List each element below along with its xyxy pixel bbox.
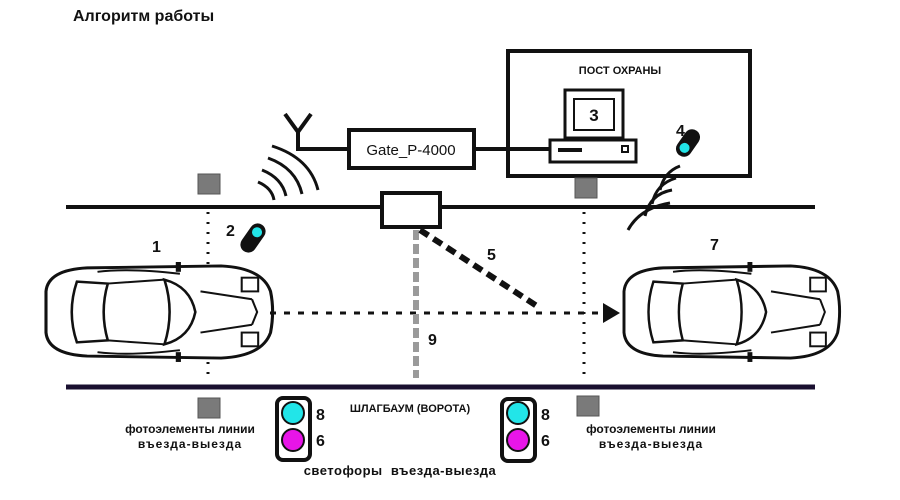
car-entry xyxy=(44,260,275,364)
computer-number: 3 xyxy=(589,106,598,125)
remote-exit-number: 4 xyxy=(676,123,685,140)
photocell-icon xyxy=(197,173,221,195)
remote-control-icon xyxy=(675,129,701,157)
signal-line-number: 5 xyxy=(487,247,496,264)
radio-waves-icon xyxy=(257,144,320,201)
photocell-icon xyxy=(197,397,221,419)
remote-entry-number: 2 xyxy=(226,223,235,240)
controller-box xyxy=(347,128,476,170)
signal-line xyxy=(418,227,542,311)
computer-icon xyxy=(548,88,638,164)
photocells-caption-line2: въезда-выезда xyxy=(137,437,243,451)
traffic-light-left xyxy=(275,396,312,462)
traffic-light-right xyxy=(500,397,537,463)
traffic-lights-caption: светофоры въезда-выезда xyxy=(303,463,497,478)
barrier-motor-box xyxy=(380,191,442,229)
photocell-icon xyxy=(576,395,600,417)
green-light-number: 8 xyxy=(541,407,550,424)
car-exit xyxy=(622,260,842,364)
green-light-number: 8 xyxy=(316,407,325,424)
photocells-caption-line1: фотоэлементы линии xyxy=(586,422,716,436)
barrier-number: 9 xyxy=(428,332,437,349)
barrier-label: ШЛАГБАУМ (ВОРОТА) xyxy=(350,403,471,415)
guard-post-box xyxy=(506,49,752,178)
car-exit-number: 7 xyxy=(710,237,719,254)
red-light-icon xyxy=(281,428,305,452)
antenna-icon xyxy=(283,112,348,151)
photocells-caption-line2: въезда-выезда xyxy=(598,437,704,451)
radio-waves-icon xyxy=(626,164,681,231)
controller-label: Gate_P-4000 xyxy=(366,142,455,159)
car-entry-number: 1 xyxy=(152,239,161,256)
red-light-number: 6 xyxy=(316,433,325,450)
arrow-head-icon xyxy=(603,303,620,323)
photocells-caption-line1: фотоэлементы линии xyxy=(125,422,255,436)
guard-post-label: ПОСТ ОХРАНЫ xyxy=(579,65,662,77)
red-light-icon xyxy=(506,428,530,452)
remote-control-icon xyxy=(240,223,266,253)
green-light-icon xyxy=(506,401,530,425)
photocells-caption-left: фотоэлементы линии въезда-выезда xyxy=(100,422,280,452)
page-title: Алгоритм работы xyxy=(73,8,215,25)
photocells-caption-right: фотоэлементы линии въезда-выезда xyxy=(566,422,736,452)
green-light-icon xyxy=(281,401,305,425)
photocell-icon xyxy=(574,177,598,199)
red-light-number: 6 xyxy=(541,433,550,450)
